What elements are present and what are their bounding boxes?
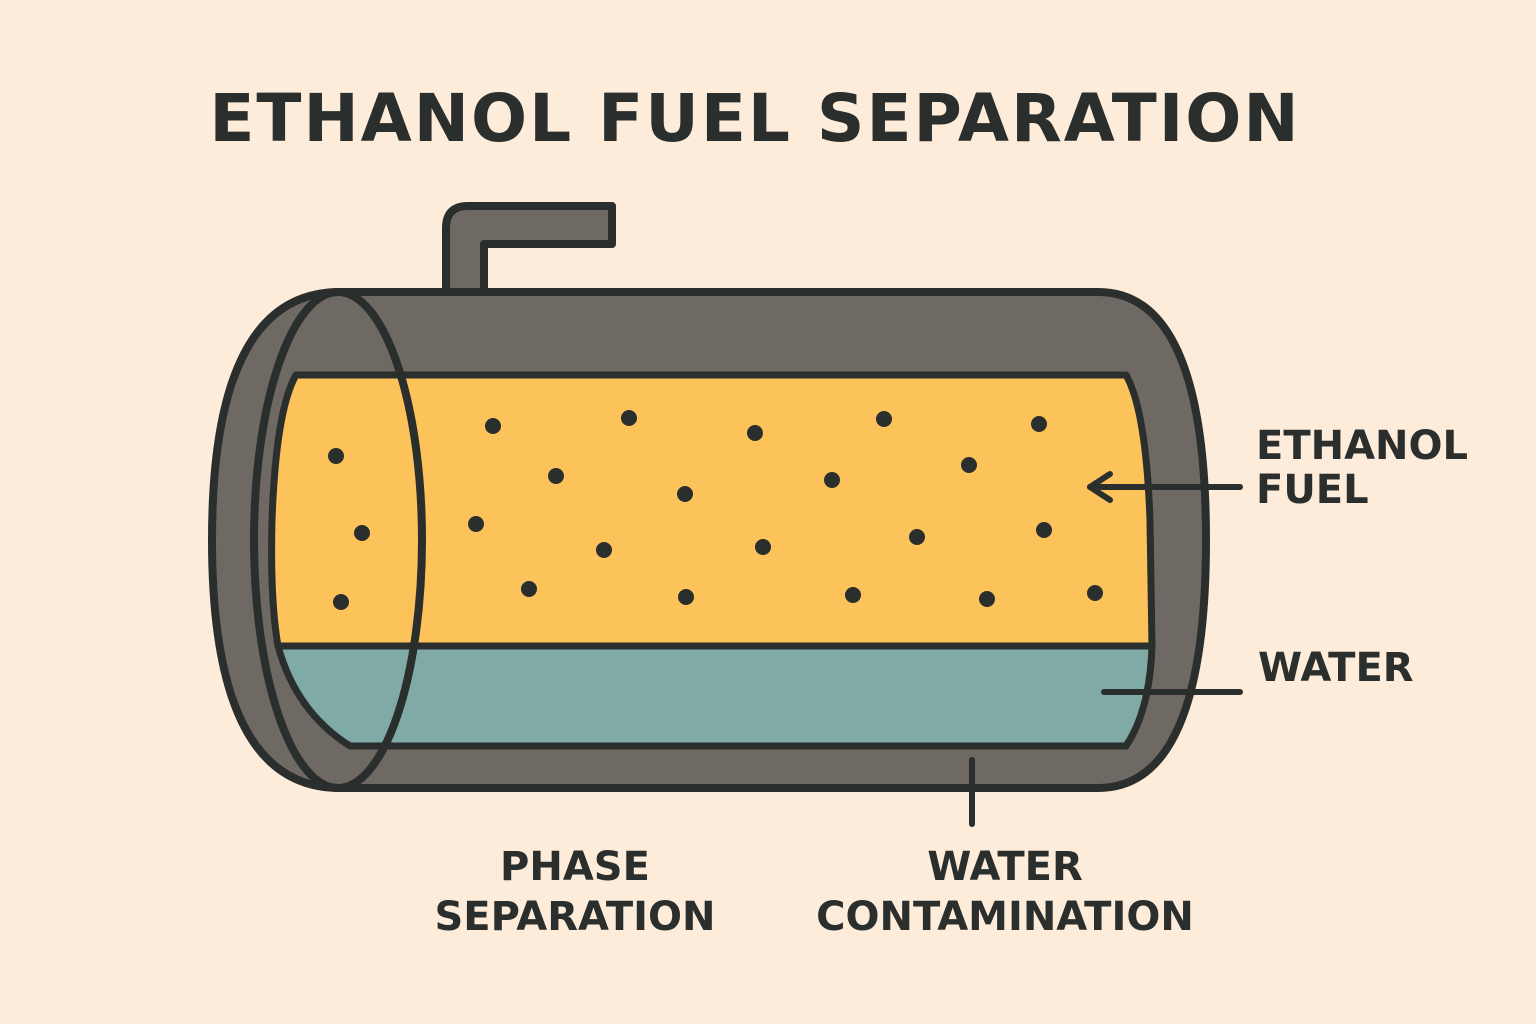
diagram-title: ETHANOL FUEL SEPARATION [209, 80, 1301, 157]
fuel-particle [845, 587, 861, 603]
phase-separation-label: PHASE SEPARATION [420, 842, 730, 942]
fuel-particle [485, 418, 501, 434]
water-contamination-label-line-2: CONTAMINATION [816, 894, 1194, 940]
ethanol-fuel-layer [268, 371, 1156, 650]
water-label: WATER [1258, 645, 1414, 691]
fuel-particle [979, 591, 995, 607]
water-contamination-label: WATER CONTAMINATION [800, 842, 1210, 942]
fuel-particles [328, 410, 1103, 610]
fuel-particle [747, 425, 763, 441]
tank-opening-ellipse [250, 288, 426, 792]
phase-separation-label-line-2: SEPARATION [434, 894, 716, 940]
fuel-particle [468, 516, 484, 532]
fuel-particle [1031, 416, 1047, 432]
fuel-particle [333, 594, 349, 610]
arrowhead-icon [1087, 471, 1113, 503]
fuel-particle [961, 457, 977, 473]
water-layer [274, 642, 1156, 750]
fuel-particle [876, 411, 892, 427]
fuel-particle [596, 542, 612, 558]
ethanol-fuel-pointer [1087, 471, 1243, 503]
fuel-particle [909, 529, 925, 545]
fuel-particle [521, 581, 537, 597]
fuel-particle [621, 410, 637, 426]
water-contamination-label-line-1: WATER [927, 844, 1083, 890]
fuel-particle [354, 525, 370, 541]
fuel-particle [677, 486, 693, 502]
fuel-particle [548, 468, 564, 484]
ethanol-fuel-label-line-1: ETHANOL [1256, 423, 1469, 469]
ethanol-fuel-label: ETHANOL FUEL [1256, 424, 1468, 512]
fuel-particle [1036, 522, 1052, 538]
fuel-particle [824, 472, 840, 488]
vent-pipe [442, 202, 616, 296]
fuel-particle [328, 448, 344, 464]
phase-separation-label-line-1: PHASE [500, 844, 650, 890]
fuel-particle [678, 589, 694, 605]
fuel-particle [1087, 585, 1103, 601]
fuel-particle [755, 539, 771, 555]
ethanol-fuel-label-line-2: FUEL [1256, 467, 1369, 513]
